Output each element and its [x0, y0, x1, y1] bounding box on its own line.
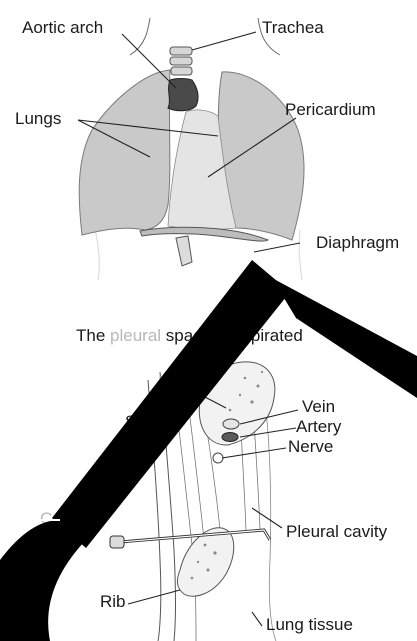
- neck-outline-left: [130, 18, 150, 55]
- label-lungs: Lungs: [15, 109, 61, 128]
- artery: [222, 433, 238, 442]
- catheter-hub: [110, 536, 124, 548]
- label-artery: Artery: [296, 417, 342, 436]
- leader-trachea: [192, 32, 256, 50]
- label-nerve: Nerve: [288, 437, 333, 456]
- thorax-figure: Aortic arch Trachea Lungs Pericardium Di…: [15, 18, 399, 280]
- esophagus: [176, 236, 192, 266]
- label-trachea: Trachea: [262, 18, 324, 37]
- body-outline-right: [299, 230, 302, 280]
- leader-rib-bottom: [128, 590, 180, 604]
- leader-pleural-cavity: [252, 508, 282, 528]
- leader-diaphragm: [254, 243, 300, 252]
- label-aortic-arch: Aortic arch: [22, 18, 103, 37]
- leader-lung-tissue: [252, 612, 262, 626]
- label-vein: Vein: [302, 397, 335, 416]
- vein: [223, 419, 239, 429]
- left-lung: [79, 70, 170, 235]
- label-lung-tissue: Lung tissue: [266, 615, 353, 634]
- label-pericardium: Pericardium: [285, 100, 376, 119]
- trachea: [170, 47, 192, 75]
- watermark-left-curve: [0, 520, 84, 641]
- body-outline-left: [95, 230, 99, 280]
- caption-part-1: The: [76, 326, 110, 345]
- label-pleural-cavity: Pleural cavity: [286, 522, 388, 541]
- label-rib-bottom: Rib: [100, 592, 126, 611]
- label-diaphragm: Diaphragm: [316, 233, 399, 252]
- nerve: [213, 453, 223, 463]
- leader-nerve: [222, 448, 286, 458]
- aortic-arch: [168, 79, 198, 111]
- caption-part-2: pleural: [110, 326, 161, 345]
